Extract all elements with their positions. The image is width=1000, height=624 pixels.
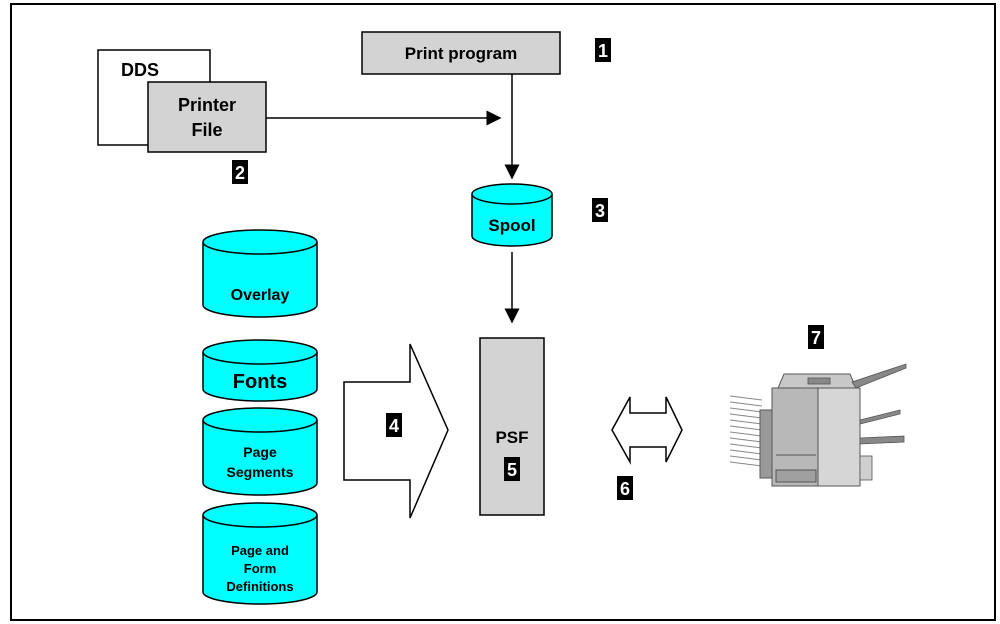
overlay-label: Overlay	[231, 287, 290, 304]
step-5-marker: 5	[504, 457, 520, 481]
fonts-label: Fonts	[233, 371, 287, 393]
svg-text:1: 1	[598, 41, 608, 61]
page-form-definitions-cylinder: Page and Form Definitions	[202, 502, 318, 605]
page-segments-label-line1: Page	[243, 444, 277, 460]
step-6-marker: 6	[617, 476, 633, 500]
page-form-label-line1: Page and	[231, 543, 289, 558]
svg-text:2: 2	[235, 163, 245, 183]
dds-label: DDS	[121, 60, 159, 80]
printer-icon	[729, 363, 907, 487]
svg-text:6: 6	[620, 479, 630, 499]
page-form-label-line2: Form	[244, 561, 277, 576]
psf-printer-bidirectional-arrow	[611, 396, 683, 465]
svg-text:5: 5	[507, 460, 517, 480]
page-form-label-line3: Definitions	[226, 579, 293, 594]
spool-label: Spool	[488, 216, 535, 235]
page-segments-cylinder: Page Segments	[202, 407, 318, 496]
step-2-marker: 2	[232, 160, 248, 184]
overlay-cylinder: Overlay	[202, 229, 318, 318]
step-1-marker: 1	[595, 38, 611, 62]
spool-cylinder: Spool	[471, 183, 553, 247]
printer-file-label-line1: Printer	[178, 95, 236, 115]
printer-file-label-line2: File	[191, 120, 222, 140]
psf-label: PSF	[495, 428, 528, 447]
printer-file-box: Printer File	[147, 81, 267, 153]
fonts-cylinder: Fonts	[202, 339, 318, 402]
page-segments-label-line2: Segments	[227, 464, 294, 480]
step-4-marker: 4	[386, 413, 402, 437]
diagram-frame	[10, 3, 996, 621]
step-3-marker: 3	[592, 198, 608, 222]
step-7-marker: 7	[808, 325, 824, 349]
svg-text:7: 7	[811, 328, 821, 348]
svg-text:3: 3	[595, 201, 605, 221]
psf-box: PSF	[479, 337, 545, 516]
print-program-label: Print program	[405, 44, 517, 63]
print-program-box: Print program	[361, 31, 561, 75]
svg-text:4: 4	[389, 416, 399, 436]
